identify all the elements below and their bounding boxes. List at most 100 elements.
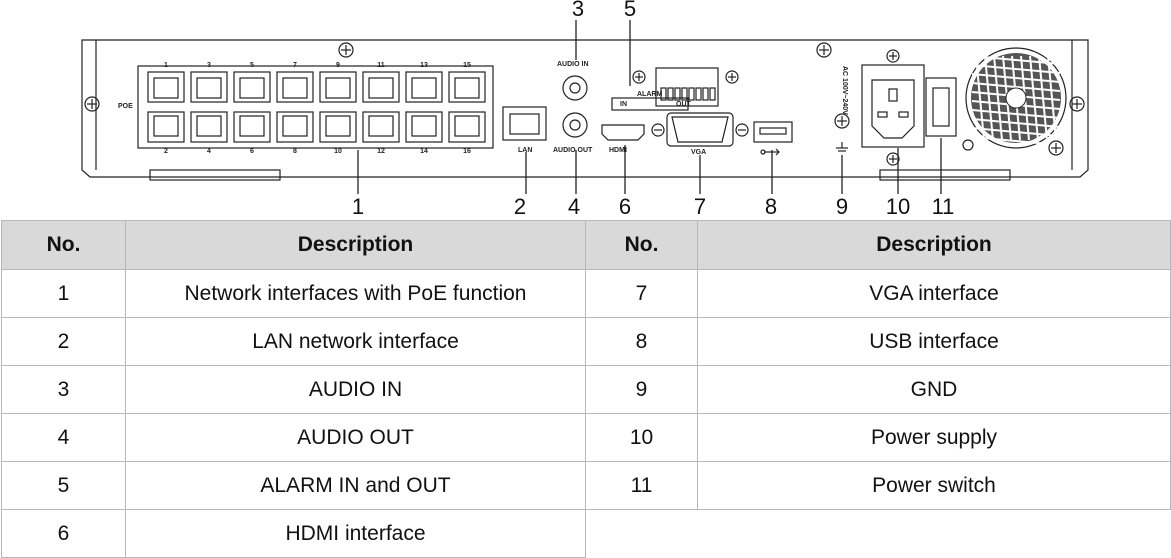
hdmi-port [601, 124, 645, 141]
port-number: 12 [377, 148, 385, 155]
poe-port [362, 111, 400, 143]
alarm-pin [667, 87, 674, 101]
empty-cell [585, 509, 698, 558]
screw-icon [84, 96, 100, 112]
alarm-pin [674, 87, 681, 101]
cell-no: 3 [1, 365, 126, 414]
header-description: Description [697, 220, 1171, 270]
port-number: 4 [207, 148, 211, 155]
poe-port [405, 71, 443, 103]
chassis-outline [81, 39, 1089, 178]
alarm-in-label: IN [620, 101, 627, 108]
audio-in-jack [562, 75, 588, 101]
cell-description: ALARM IN and OUT [125, 461, 586, 510]
cell-description: GND [697, 365, 1171, 414]
screw-icon [834, 113, 850, 129]
ground-icon [836, 142, 848, 152]
lan-label: LAN [518, 147, 532, 154]
poe-port [405, 111, 443, 143]
port-number: 7 [293, 62, 297, 69]
poe-port [319, 111, 357, 143]
callout-number: 6 [619, 194, 631, 219]
port-number: 8 [293, 148, 297, 155]
poe-port [362, 71, 400, 103]
audio-out-label: AUDIO OUT [553, 147, 593, 154]
empty-cell [697, 509, 1171, 558]
poe-port [448, 71, 486, 103]
callout-number: 3 [572, 0, 584, 21]
screw-icon [962, 139, 974, 151]
callout-number: 10 [886, 194, 910, 219]
screw-icon [886, 49, 900, 63]
header-no: No. [585, 220, 698, 270]
header-description: Description [125, 220, 586, 270]
port-number: 1 [164, 62, 168, 69]
table-row: 3 AUDIO IN 9 GND [1, 365, 1171, 414]
cell-description: VGA interface [697, 269, 1171, 318]
header-no: No. [1, 220, 126, 270]
power-switch [925, 77, 957, 137]
port-number: 9 [336, 62, 340, 69]
poe-port [190, 71, 228, 103]
screw-icon [886, 152, 900, 166]
cell-description: HDMI interface [125, 509, 586, 558]
alarm-label: ALARM [637, 91, 662, 98]
cell-no: 11 [585, 461, 698, 510]
table-row: 6 HDMI interface [1, 509, 1171, 558]
alarm-pin [702, 87, 709, 101]
cell-no: 9 [585, 365, 698, 414]
fan-grille [965, 47, 1067, 149]
alarm-pin [688, 87, 695, 101]
poe-port [147, 111, 185, 143]
poe-port [276, 71, 314, 103]
callout-number: 11 [932, 194, 955, 219]
callout-number: 2 [514, 194, 526, 219]
cell-no: 7 [585, 269, 698, 318]
poe-port [190, 111, 228, 143]
cell-description: Power supply [697, 413, 1171, 462]
hdmi-label: HDMI [609, 147, 627, 154]
screw-icon [338, 42, 354, 58]
cell-no: 4 [1, 413, 126, 462]
cell-description: Network interfaces with PoE function [125, 269, 586, 318]
vga-label: VGA [691, 149, 706, 156]
table-row: 5 ALARM IN and OUT 11 Power switch [1, 461, 1171, 510]
poe-port [276, 111, 314, 143]
cell-description: USB interface [697, 317, 1171, 366]
port-number: 3 [207, 62, 211, 69]
lan-port [502, 106, 547, 141]
poe-port-block [137, 65, 494, 149]
cell-no: 8 [585, 317, 698, 366]
cell-description: Power switch [697, 461, 1171, 510]
cell-description: AUDIO IN [125, 365, 586, 414]
cell-no: 10 [585, 413, 698, 462]
screw-icon [1069, 96, 1085, 112]
port-number: 13 [420, 62, 428, 69]
cell-no: 2 [1, 317, 126, 366]
audio-in-label: AUDIO IN [557, 61, 589, 68]
poe-port [448, 111, 486, 143]
cell-no: 5 [1, 461, 126, 510]
table-row: 1 Network interfaces with PoE function 7… [1, 269, 1171, 318]
callout-number: 9 [836, 194, 848, 219]
alarm-pin [709, 87, 716, 101]
ac-voltage-label: AC 100V~240V [841, 66, 848, 115]
alarm-pin [681, 87, 688, 101]
port-number: 16 [463, 148, 471, 155]
screw-icon [651, 123, 665, 137]
alarm-terminal-block [655, 67, 719, 107]
table-row: 2 LAN network interface 8 USB interface [1, 317, 1171, 366]
table-row: 4 AUDIO OUT 10 Power supply [1, 413, 1171, 462]
alarm-pins [660, 87, 716, 101]
usb-icon [760, 148, 780, 156]
interface-description-table: No. Description No. Description 1 Networ… [1, 220, 1171, 558]
callout-number: 7 [694, 194, 706, 219]
alarm-pin [660, 87, 667, 101]
screw-icon [816, 42, 832, 58]
poe-label: POE [118, 103, 133, 110]
screw-icon [725, 70, 739, 84]
port-number: 10 [334, 148, 342, 155]
screw-icon [1048, 140, 1064, 156]
audio-out-jack [562, 112, 588, 138]
table-header-row: No. Description No. Description [1, 220, 1171, 270]
